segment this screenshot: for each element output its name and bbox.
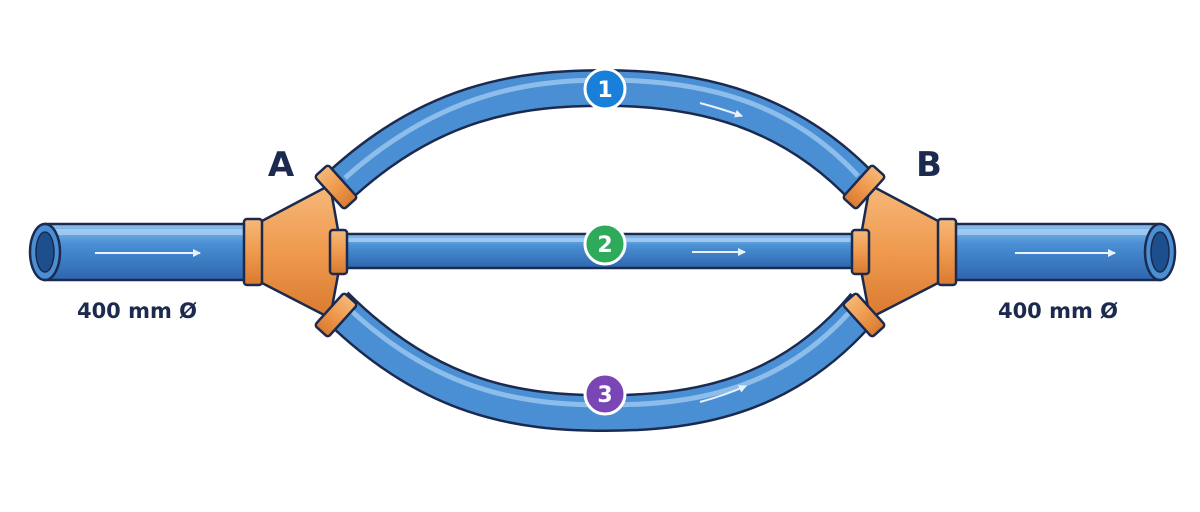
branch-2-badge: 2 <box>583 222 627 266</box>
branch-1-badge-circle <box>583 67 627 111</box>
inlet-pipe <box>28 222 252 282</box>
outlet-diameter-label: 400 mm Ø <box>998 299 1118 323</box>
branch-1-number: 1 <box>597 78 612 103</box>
branch-3-flow-arrow <box>699 385 747 403</box>
junction-a-fitting <box>242 164 358 338</box>
inlet-diameter-label: 400 mm Ø <box>77 299 197 323</box>
branch-1-badge: 1 <box>583 67 627 111</box>
branch-1-flow-arrow <box>699 102 743 118</box>
branch-3-badge-circle <box>583 372 627 416</box>
branch-2-number: 2 <box>597 233 612 258</box>
node-b-label: B <box>916 145 942 185</box>
branch-3-number: 3 <box>597 383 612 408</box>
branch-3-badge: 3 <box>583 372 627 416</box>
branch-2-badge-circle <box>583 222 627 266</box>
junction-b-fitting <box>842 164 958 338</box>
node-a-label: A <box>268 145 295 185</box>
